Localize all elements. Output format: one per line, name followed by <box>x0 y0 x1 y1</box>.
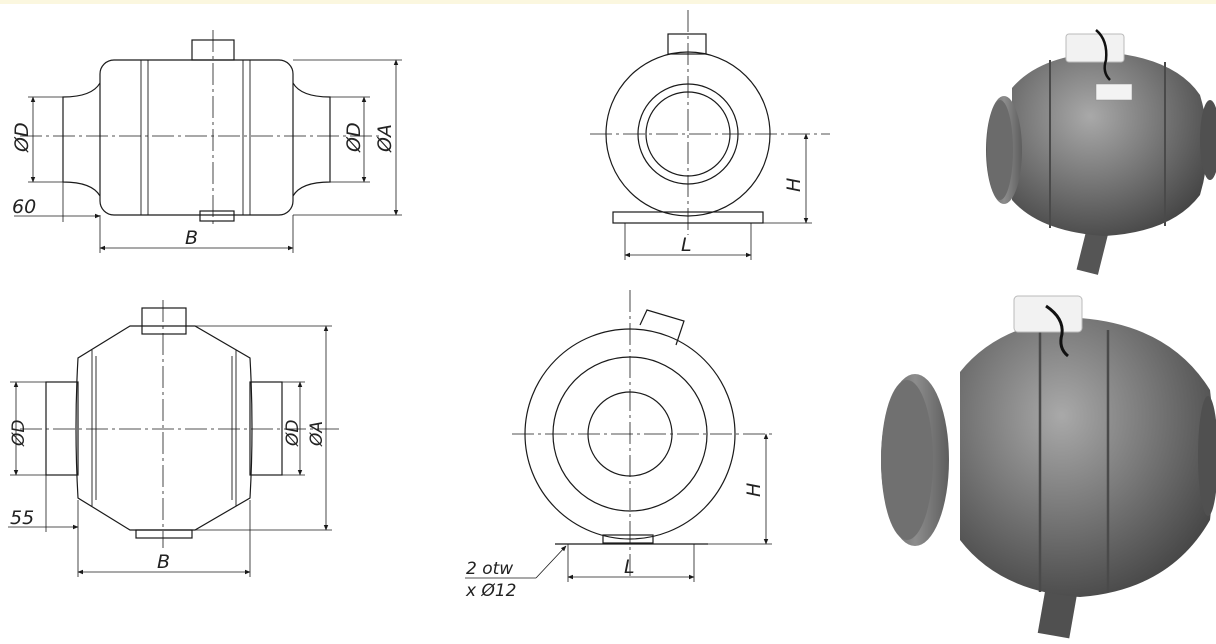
outlet-spigot <box>292 82 331 197</box>
base-length-label: L <box>624 556 635 578</box>
fan-photo-top <box>986 29 1216 275</box>
length-label: B <box>157 551 170 573</box>
body-dia-label: ØA <box>374 124 396 153</box>
inlet-spigot <box>62 82 101 197</box>
top-band <box>0 0 1216 4</box>
fan-body-outline <box>75 325 253 531</box>
outlet-spigot <box>249 381 283 476</box>
offset-label: 55 <box>10 507 34 529</box>
mount-foot <box>199 210 235 222</box>
base-length-label: L <box>681 234 692 256</box>
height-label: H <box>783 178 805 192</box>
inlet-dia-label: ØD <box>9 420 29 447</box>
inlet-spigot <box>45 381 79 476</box>
outlet-dia-label: ØD <box>343 122 365 153</box>
top-front-view: H L <box>590 10 830 260</box>
holes-label-line1: 2 otw <box>466 559 513 579</box>
bottom-side-view: 55 B ØD ØD ØA <box>8 300 340 577</box>
height-label: H <box>743 483 765 497</box>
terminal-box <box>639 309 685 346</box>
inlet-dia-label: ØD <box>11 122 33 153</box>
top-side-view: 60 B ØD ØD ØA <box>11 30 402 253</box>
outlet-dia-label: ØD <box>283 420 303 447</box>
offset-label: 60 <box>12 196 36 218</box>
body-dia-label: ØA <box>307 421 327 447</box>
holes-label-line2: x Ø12 <box>465 581 516 601</box>
fan-photo-bottom <box>881 295 1216 639</box>
bottom-front-view: H L 2 otw x Ø12 <box>465 290 772 601</box>
fan-body-outline <box>99 59 294 216</box>
length-label: B <box>185 227 198 249</box>
